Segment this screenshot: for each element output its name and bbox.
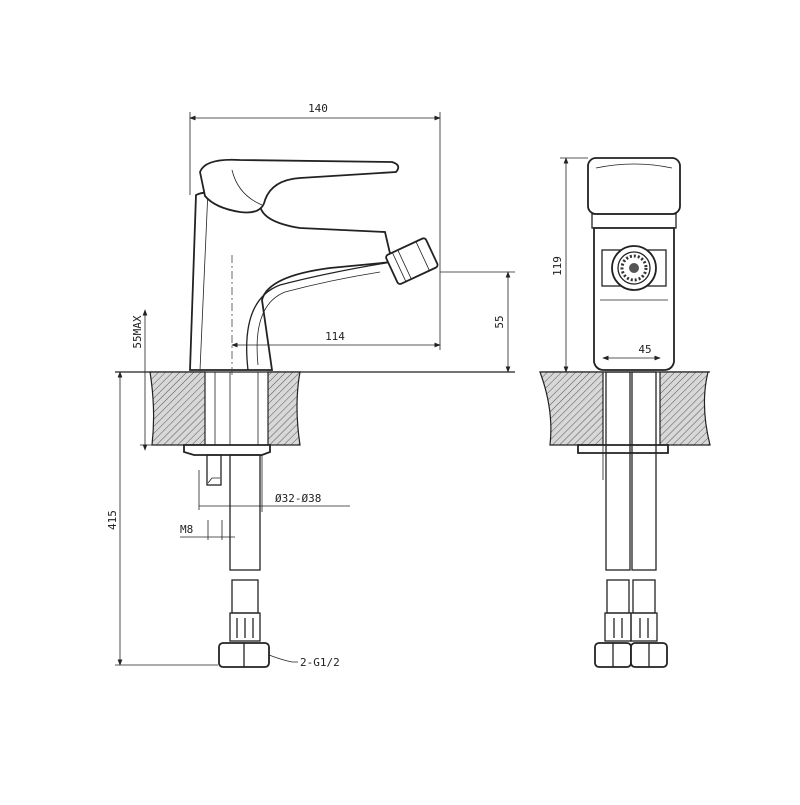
nozzle-front (601, 245, 667, 291)
dim-width-label: 140 (308, 102, 328, 115)
deck-section-left-front (539, 371, 604, 446)
deck-section-right-front (659, 371, 711, 446)
dim-front-height-label: 119 (551, 256, 564, 276)
dim-hose-length-label: 415 (106, 510, 119, 530)
bidet-nozzle (385, 237, 439, 285)
mounting-plate (183, 444, 271, 456)
dim-spout-reach-label: 114 (325, 330, 345, 343)
hose-fitting (218, 579, 270, 668)
dim-spout-height-label: 55 (493, 315, 506, 328)
supply-pipe (229, 454, 261, 571)
side-view: 140 114 55 55MAX 415 Ø32-Ø38 M8 (106, 102, 515, 669)
dim-deck-max-label: 55MAX (131, 315, 144, 348)
deck-section-left (149, 371, 206, 446)
dim-hole-label: Ø32-Ø38 (275, 492, 321, 505)
handle-lever (199, 158, 400, 214)
front-handle (587, 157, 681, 215)
deck-section-right (267, 371, 301, 446)
hose-fittings-front (594, 579, 668, 668)
threaded-stud (206, 454, 222, 486)
spout-lower-curve (246, 261, 393, 371)
dim-stud-label: M8 (180, 523, 193, 536)
dim-front-width-label: 45 (638, 343, 651, 356)
front-view: 119 45 (539, 157, 711, 668)
faucet-body (189, 191, 394, 371)
dim-connection-label: 2-G1/2 (300, 656, 340, 669)
